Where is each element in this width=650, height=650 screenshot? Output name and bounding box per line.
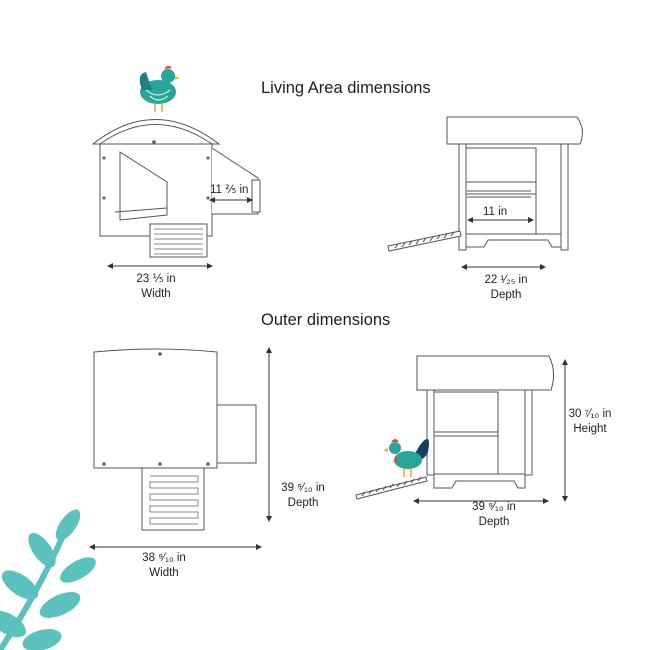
coop-front-view (91, 119, 261, 269)
outer-dimensions-heading: Outer dimensions (261, 311, 391, 329)
outer-side-height-value: 30 ⁷⁄₁₀ in Height (566, 407, 614, 437)
outer-top-depth-value: 39 ⁹⁄₁₀ in Depth (277, 481, 329, 511)
front-width-number: 23 ⅕ in (136, 273, 176, 285)
outer-top-width-value: 38 ⁹⁄₁₀ in Width (134, 551, 194, 581)
front-width-value: 23 ⅕ in Width (120, 272, 192, 302)
living-area-heading: Living Area dimensions (261, 79, 431, 97)
chicken-illustration (139, 65, 180, 112)
side-depth-number: 22 ¹⁄₂₅ in (484, 274, 528, 286)
outer-side-depth-number: 39 ⁹⁄₁₀ in (472, 501, 516, 513)
coop-top-view (89, 347, 272, 550)
outer-side-height-caption: Height (573, 423, 607, 435)
outer-side-depth-value: 39 ⁹⁄₁₀ in Depth (466, 500, 522, 530)
front-width-caption: Width (141, 288, 171, 300)
front-inner-dimension-label: 11 ⅖ in (210, 184, 249, 196)
rooster-illustration (383, 438, 429, 477)
outer-side-height-number: 30 ⁷⁄₁₀ in (568, 408, 612, 420)
leaf-branch-decoration (0, 509, 96, 650)
side-inner-dimension-label: 11 in (483, 206, 508, 218)
outer-top-width-number: 38 ⁹⁄₁₀ in (142, 552, 186, 564)
side-depth-value: 22 ¹⁄₂₅ in Depth (470, 273, 542, 303)
coop-side-view (387, 116, 583, 270)
outer-side-depth-caption: Depth (478, 516, 510, 528)
outer-top-width-caption: Width (149, 567, 179, 579)
outer-top-depth-caption: Depth (287, 497, 319, 509)
coop-outer-side-view (355, 355, 568, 504)
side-depth-caption: Depth (490, 289, 522, 301)
outer-top-depth-number: 39 ⁹⁄₁₀ in (281, 482, 325, 494)
